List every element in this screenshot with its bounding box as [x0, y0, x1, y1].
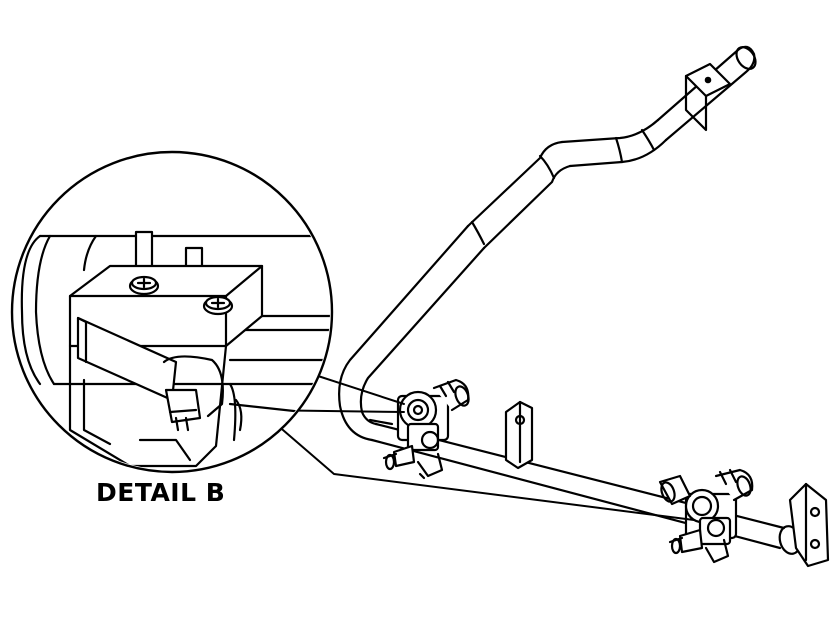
mounting-bracket-right — [788, 482, 830, 568]
mounting-bracket-top — [684, 62, 732, 132]
detail-b-label: DETAIL B — [96, 478, 226, 507]
mounting-bracket-middle — [504, 400, 534, 470]
gas-valve-right — [658, 468, 754, 564]
detail-b-magnified-view — [10, 150, 334, 474]
gas-valve-left — [382, 378, 470, 480]
